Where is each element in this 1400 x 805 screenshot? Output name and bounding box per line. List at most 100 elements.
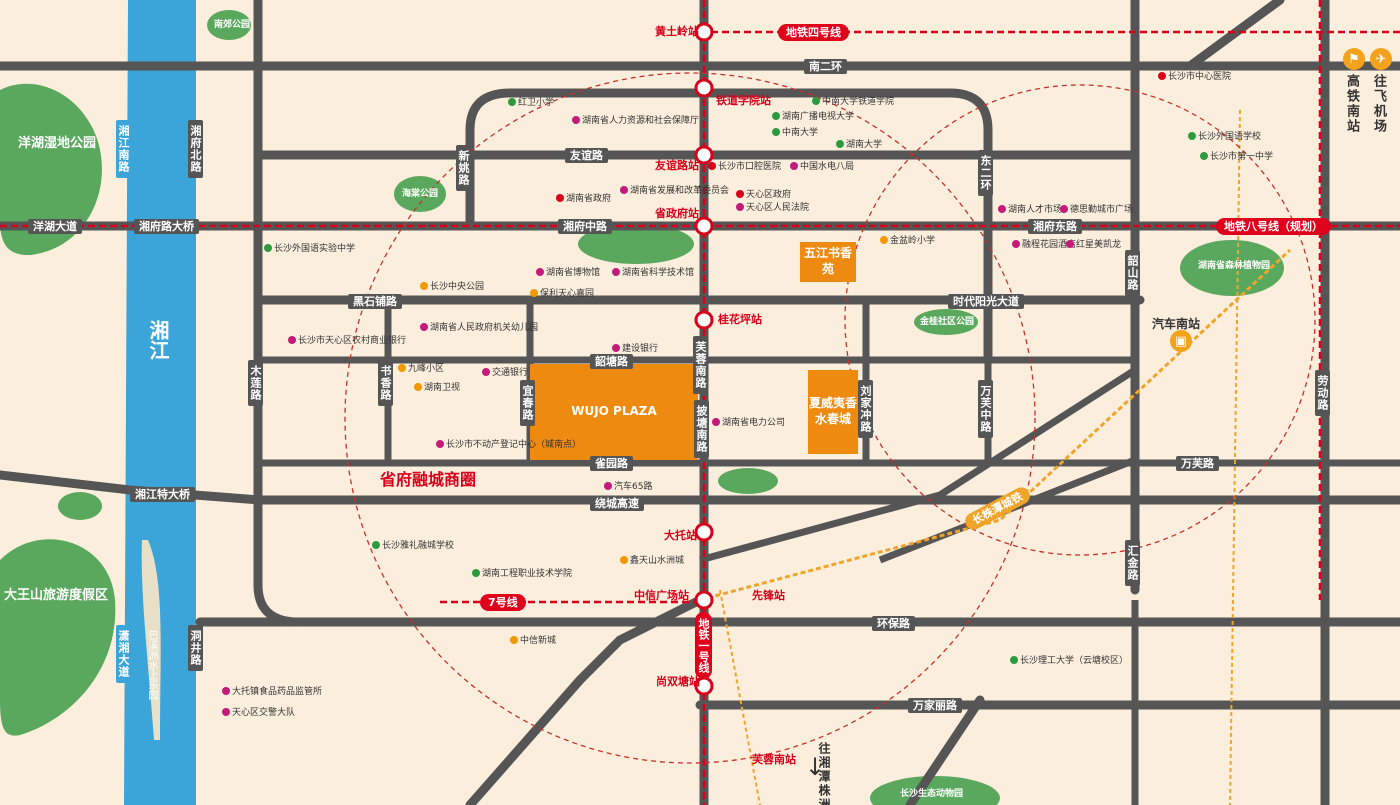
road-furong-south: 芙蓉南路 <box>693 336 708 394</box>
river-label: 湘江 <box>146 320 170 360</box>
poi-baoli[interactable]: 保利天心嘉园 <box>530 289 594 299</box>
poi-science-museum[interactable]: 湖南省科学技术馆 <box>612 268 694 278</box>
poi-provincial-gov[interactable]: 湖南省政府 <box>556 194 611 204</box>
park-haitang-label: 海棠公园 <box>402 189 439 199</box>
park-culture <box>578 224 694 264</box>
bus-icon: ▣ <box>1170 330 1192 352</box>
poi-hongwei[interactable]: 红卫小学 <box>508 98 554 108</box>
poi-kindergarten[interactable]: 湖南省人民政府机关幼儿园 <box>420 323 538 333</box>
park-yanghu-label: 洋湖湿地公园 <box>18 136 97 151</box>
poi-tianxin-gov[interactable]: 天心区政府 <box>736 190 791 200</box>
poi-bus-65[interactable]: 汽车65路 <box>604 482 652 492</box>
poi-hr[interactable]: 湖南省人力资源和社会保障厅 <box>572 116 699 126</box>
range-circle-main <box>344 72 1036 764</box>
road-huanbao: 环保路 <box>872 616 915 631</box>
poi-dental-hospital[interactable]: 长沙市口腔医院 <box>708 162 781 172</box>
poi-ccb[interactable]: 建设银行 <box>612 344 658 354</box>
station-tiedao[interactable]: 铁道学院站 <box>716 94 771 107</box>
headline: 省府融城商圈 <box>380 470 477 489</box>
metro-line-1[interactable]: 地铁一号线 <box>695 612 712 679</box>
road-liujiachong: 刘家冲路 <box>858 380 873 438</box>
poi-electric[interactable]: 湖南省电力公司 <box>712 418 785 428</box>
park-haitang <box>394 176 446 212</box>
road-queyuan: 雀园路 <box>590 456 633 471</box>
station-guihuaping[interactable]: 桂花坪站 <box>718 313 762 326</box>
poi-talent-market[interactable]: 湖南人才市场 <box>998 205 1062 215</box>
poi-yali[interactable]: 长沙雅礼融城学校 <box>372 541 454 551</box>
park-dawangshan <box>0 539 116 736</box>
poi-foreign-exp[interactable]: 长沙外国语实验中学 <box>264 244 355 254</box>
road-xiangfu-zhong: 湘府中路 <box>558 219 612 234</box>
metro-line-4[interactable]: 地铁四号线 <box>778 24 849 41</box>
hub-gaotie[interactable]: 高铁南站 <box>1344 74 1359 134</box>
poi-central-hospital[interactable]: 长沙市中心医院 <box>1158 72 1231 82</box>
poi-rural-bank[interactable]: 长沙市天心区农村商业银行 <box>288 336 406 346</box>
metro-line-7[interactable]: 7号线 <box>480 594 526 611</box>
station-shangshuangtang[interactable]: 尚双塘站 <box>656 675 700 688</box>
park-zoo <box>870 776 1000 805</box>
road-laodong: 劳动路 <box>1315 370 1330 416</box>
poi-redstar[interactable]: 红星美凯龙 <box>1066 240 1121 250</box>
road-heishipu: 黑石铺路 <box>348 294 402 309</box>
road-huijin: 汇金路 <box>1125 540 1140 586</box>
hub-airport[interactable]: 往飞机场 <box>1371 74 1386 134</box>
road-nanerhuan: 南二环 <box>804 59 847 74</box>
station-zhongxin[interactable]: 中信广场站 <box>634 589 689 602</box>
poi-food-drug[interactable]: 大托镇食品药品监管所 <box>222 687 322 697</box>
poi-desiqin[interactable]: 德思勤城市广场 <box>1060 205 1133 215</box>
road-dongjing: 洞井路 <box>188 625 203 671</box>
road-xinyao: 新姚路 <box>456 145 471 191</box>
park-jingui <box>914 309 978 335</box>
arrow-down-icon: ↓ <box>805 753 826 781</box>
poi-real-estate-center[interactable]: 长沙市不动产登记中心（城南点） <box>436 440 581 450</box>
park-nanjiao-label: 南郊公园 <box>214 20 251 30</box>
road-yichun: 宜春路 <box>520 380 535 426</box>
poi-hydropower[interactable]: 中国水电八局 <box>790 162 854 172</box>
road-xiangfu-north: 湘府北路 <box>188 120 203 178</box>
plot-xiaweiyi[interactable]: 夏威夷香水春城 <box>808 370 858 454</box>
station-xianfeng[interactable]: 先锋站 <box>752 589 785 602</box>
road-xiangfu-dong: 湘府东路 <box>1028 219 1082 234</box>
park-zoo-label: 长沙生态动物园 <box>900 789 964 799</box>
station-furongnan[interactable]: 芙蓉南站 <box>752 753 796 766</box>
road-xiaoxiang: 潇湘大道 <box>116 625 131 683</box>
road-dongerhuan: 东二环 <box>978 150 993 196</box>
road-shaoshan: 韶山路 <box>1125 250 1140 296</box>
road-wanfu: 万芙路 <box>1176 456 1219 471</box>
poi-rongcheng-hotel[interactable]: 融程花园酒店 <box>1012 240 1076 250</box>
park-forest-label: 湖南省森林植物园 <box>1198 261 1271 271</box>
poi-engineering-college[interactable]: 湖南工程职业技术学院 <box>472 569 572 579</box>
poi-hunan-tv[interactable]: 湖南卫视 <box>414 383 460 393</box>
poi-zhongxin-city[interactable]: 中信新城 <box>510 636 556 646</box>
road-xiangjiang-south: 湘江南路 <box>116 120 131 178</box>
poi-museum[interactable]: 湖南省博物馆 <box>536 268 600 278</box>
poi-railway-college[interactable]: 中南大学铁道学院 <box>812 97 894 107</box>
poi-traffic-police[interactable]: 天心区交警大队 <box>222 708 295 718</box>
rail-south <box>719 589 761 805</box>
poi-csu[interactable]: 中南大学 <box>772 128 818 138</box>
poi-jiufeng[interactable]: 九峰小区 <box>398 364 444 374</box>
station-datuo[interactable]: 大托站 <box>664 529 697 542</box>
direction-label: 往湘潭株洲方向 <box>817 742 831 805</box>
poi-jinpenling[interactable]: 金盆岭小学 <box>880 236 935 246</box>
station-huangtuling[interactable]: 黄土岭站 <box>655 25 699 38</box>
hub-bus-south[interactable]: 汽车南站 <box>1152 317 1201 331</box>
poi-tv-university[interactable]: 湖南广播电视大学 <box>772 112 854 122</box>
metro-line-8[interactable]: 地铁八号线（规划） <box>1216 218 1331 235</box>
plot-wujiang-shuxiang[interactable]: 五江书香苑 <box>800 242 856 282</box>
poi-tianxin-court[interactable]: 天心区人民法院 <box>736 203 809 213</box>
station-youyi[interactable]: 友谊路站 <box>655 159 699 172</box>
poi-hunan-university[interactable]: 湖南大学 <box>836 140 882 150</box>
station-shengzhengfu[interactable]: 省政府站 <box>655 207 699 220</box>
poi-xintian[interactable]: 鑫天山水洲城 <box>620 556 684 566</box>
road-shaotang: 韶塘路 <box>590 354 633 369</box>
poi-bocom[interactable]: 交通银行 <box>482 368 528 378</box>
poi-central-park[interactable]: 长沙中央公园 <box>420 282 484 292</box>
poi-no1-middle[interactable]: 长沙市第一中学 <box>1200 152 1273 162</box>
poi-foreign-language[interactable]: 长沙外国语学校 <box>1188 132 1261 142</box>
train-icon: ⚑ <box>1343 48 1365 70</box>
poi-cs-univ-tech[interactable]: 长沙理工大学（云塘校区） <box>1010 656 1128 666</box>
poi-development[interactable]: 湖南省发展和改革委员会 <box>620 186 729 196</box>
road-mulian: 木莲路 <box>248 360 263 406</box>
